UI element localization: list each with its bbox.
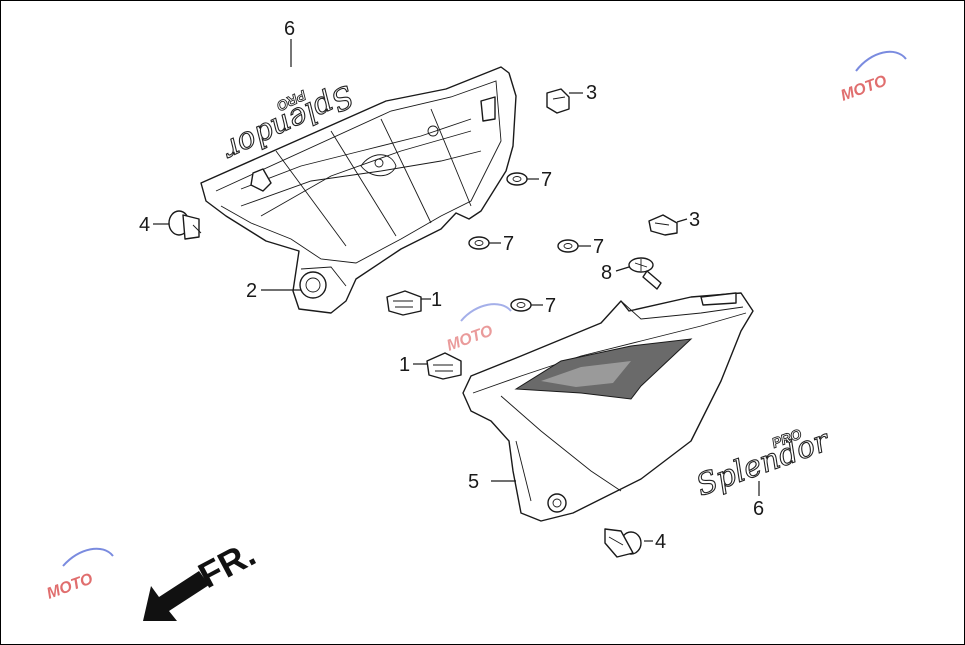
callout-7-a: 7 [541, 169, 552, 191]
svg-text:MOTO: MOTO [839, 72, 890, 104]
callout-3-lower: 3 [689, 209, 700, 231]
callout-1-upper: 1 [431, 289, 442, 311]
part-5-right-side-cover [462, 292, 754, 522]
part-1-clip-lower [426, 352, 462, 380]
part-3-clip-upper [546, 88, 570, 114]
part-3-clip-lower [648, 214, 678, 236]
callout-numbers: 6 3 3 4 4 2 1 1 5 6 7 7 7 7 8 [139, 18, 764, 553]
callout-4-right: 4 [655, 531, 666, 553]
callout-8: 8 [601, 262, 612, 284]
part-7-washer-c [557, 239, 579, 253]
part-6-emblem-lower: Splendor PRO [691, 422, 835, 504]
emblem-lower-main: Splendor [692, 423, 835, 504]
callout-3-upper: 3 [586, 82, 597, 104]
svg-text:MOTO: MOTO [45, 570, 96, 602]
part-7-washer-b [468, 236, 490, 250]
part-1-clip-upper [386, 290, 422, 316]
part-7-washer-d [510, 298, 532, 312]
part-2-left-side-cover [200, 66, 517, 314]
front-direction-indicator: FR. [143, 533, 262, 621]
watermark-top-right: MOTO [839, 50, 907, 105]
callout-2: 2 [246, 280, 257, 302]
callout-6-lower: 6 [753, 498, 764, 520]
leader-lines [153, 39, 760, 542]
svg-text:MOTO: MOTO [445, 322, 496, 354]
callout-6-upper: 6 [284, 18, 295, 40]
callout-7-c: 7 [593, 236, 604, 258]
part-7-washer-a [506, 172, 528, 186]
callout-1-lower: 1 [399, 354, 410, 376]
callout-7-b: 7 [503, 233, 514, 255]
part-4-grommet-right [604, 528, 642, 558]
part-8-screw [628, 257, 662, 290]
watermark-center: MOTO [445, 303, 512, 355]
callout-5: 5 [468, 471, 479, 493]
part-4-grommet-left [168, 210, 202, 240]
front-arrow-icon [143, 571, 209, 621]
callout-4-left: 4 [139, 214, 150, 236]
watermark-bottom-left: MOTO [45, 547, 114, 603]
callout-7-d: 7 [545, 295, 556, 317]
